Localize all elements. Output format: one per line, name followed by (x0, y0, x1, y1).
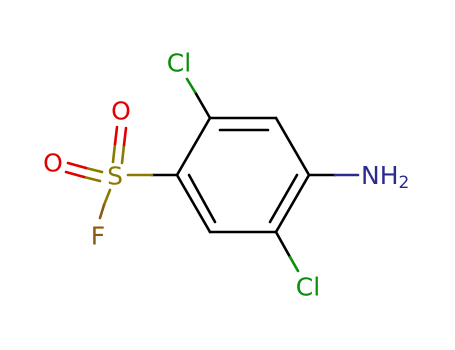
ring-bond-c5-c6 (175, 173, 212, 234)
atom-o-upper: O (111, 97, 131, 126)
amine-nh-label: NH (361, 161, 399, 190)
bond-s-o-upper-a2 (113, 125, 119, 146)
bond-s-o-upper-b (120, 143, 126, 165)
bond-c4-cl-bottom-colored (288, 255, 300, 273)
atom-cl-top: Cl (167, 49, 191, 78)
atom-o-left: O (43, 149, 63, 178)
bond-s-f (102, 188, 112, 207)
atom-cl-bottom: Cl (296, 273, 320, 302)
ring-double-bond-inner-right (268, 173, 299, 224)
bond-s-f-colored (98, 203, 106, 220)
atom-amine-n: NH2 (361, 161, 409, 194)
bond-s-o-left-a2 (66, 161, 88, 170)
bond-s-o-upper-a (111, 142, 117, 164)
bond-s-o-left-a (84, 166, 104, 174)
ring-double-bond-inner-left (187, 173, 217, 224)
bond-s-o-upper-b2 (122, 126, 128, 147)
bond-c4-cl-bottom (274, 230, 292, 259)
bond-s-o-left-b (82, 175, 102, 183)
benzene-ring (175, 116, 311, 234)
ring-bond-c6-c1 (175, 116, 212, 177)
bond-c1-cl-top-colored (185, 77, 197, 94)
substituent-bonds (64, 77, 360, 273)
bond-c1-cl-top (193, 90, 212, 120)
ring-bond-c3-c4 (274, 173, 311, 234)
bond-s-o-left-b2 (64, 170, 86, 179)
atom-sulfur: S (107, 162, 123, 191)
amine-subscript: 2 (399, 173, 410, 193)
ring-bond-c2-c3 (274, 116, 311, 177)
atom-fluorine: F (91, 222, 105, 251)
